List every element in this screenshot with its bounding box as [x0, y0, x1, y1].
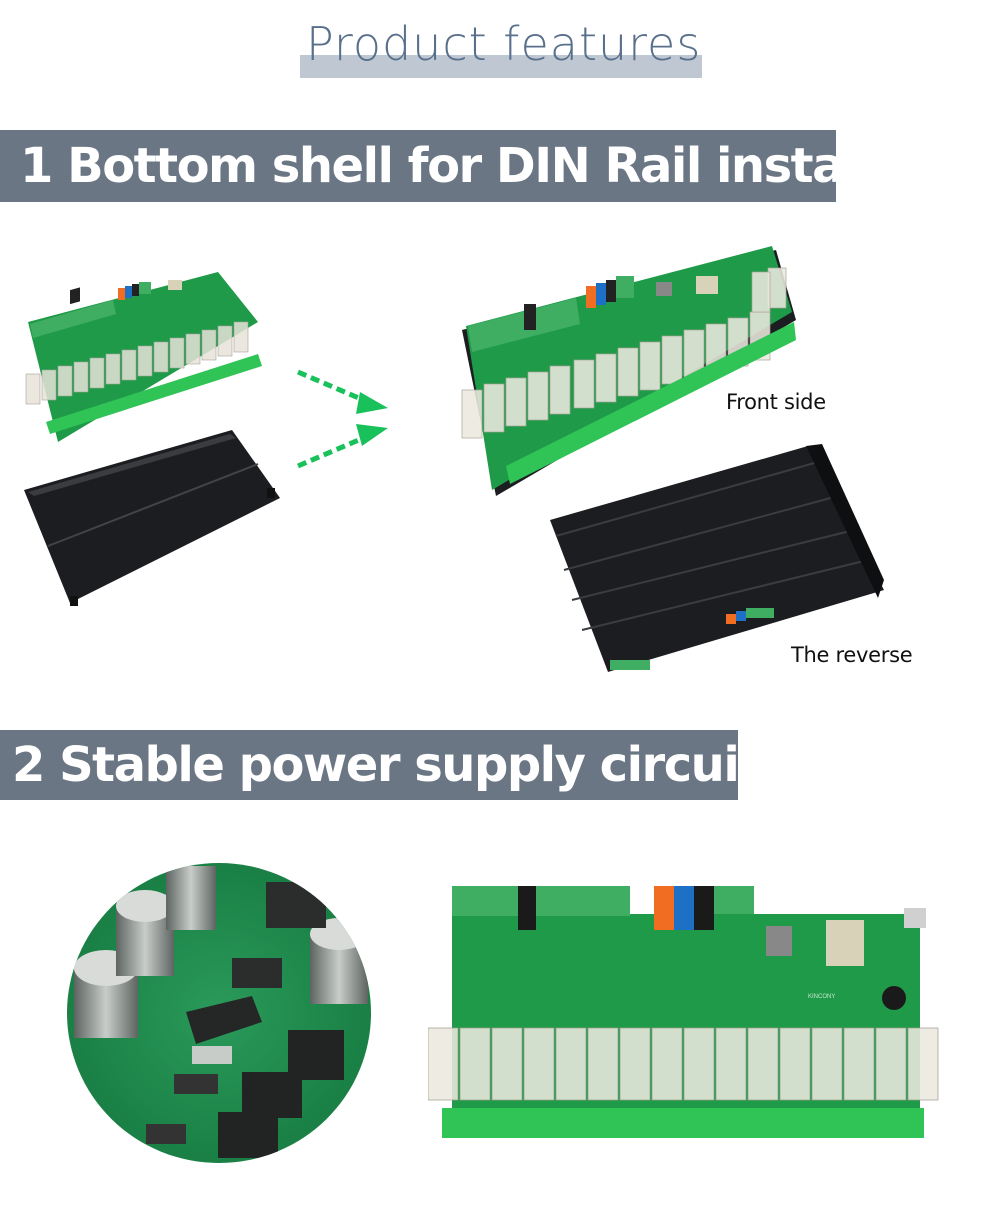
section-1-heading: 1 Bottom shell for DIN Rail install — [0, 130, 836, 202]
board-exploded-photo — [18, 262, 268, 442]
caption-front-side: Front side — [726, 390, 826, 414]
bottom-shell-photo — [22, 428, 284, 608]
page-title: Product features — [306, 17, 702, 71]
power-circuit-closeup-photo — [66, 862, 372, 1164]
arrow-icon-lower — [297, 433, 369, 469]
reverse-side-photo — [548, 440, 888, 675]
arrows-graphic — [296, 368, 388, 470]
board-brand-text: KINCONY — [808, 994, 835, 1000]
arrow-icon-upper — [297, 369, 369, 405]
front-side-photo — [456, 240, 796, 500]
page-header: Product features — [300, 16, 702, 78]
arrowhead-lower — [356, 424, 388, 446]
relay-board-photo: KINCONY — [428, 884, 966, 1146]
title-underlay — [300, 55, 702, 78]
section-2-heading: 2 Stable power supply circuit — [0, 730, 738, 800]
arrowhead-upper — [356, 392, 388, 414]
caption-reverse: The reverse — [791, 643, 913, 667]
